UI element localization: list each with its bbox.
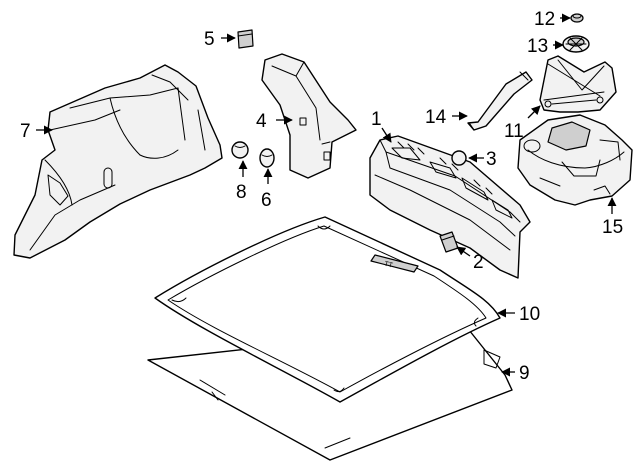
leader-1 xyxy=(381,127,392,143)
part-6-clip[interactable] xyxy=(259,148,275,168)
callout-12: 12 xyxy=(534,9,555,30)
part-5-retainer[interactable] xyxy=(237,29,254,49)
callout-3: 3 xyxy=(486,149,497,170)
callout-1: 1 xyxy=(371,109,382,130)
leader-11 xyxy=(527,105,541,119)
part-15-tool-tray[interactable] xyxy=(517,114,633,206)
part-11-jack[interactable] xyxy=(539,55,617,113)
callout-8: 8 xyxy=(236,182,247,203)
callout-14: 14 xyxy=(425,107,447,128)
part-13-hold-down-bolt[interactable] xyxy=(562,35,590,53)
part-10-cargo-mat[interactable]: TT xyxy=(154,216,501,403)
part-7-left-quarter-trim[interactable] xyxy=(13,64,223,259)
callout-5: 5 xyxy=(204,29,215,50)
part-4-upper-trim-panel[interactable] xyxy=(261,53,357,179)
callout-11: 11 xyxy=(504,121,524,142)
callout-9: 9 xyxy=(519,363,530,384)
callout-4: 4 xyxy=(256,111,267,132)
callout-6: 6 xyxy=(261,190,272,211)
part-3-plug[interactable] xyxy=(451,150,467,166)
part-8-clip[interactable] xyxy=(231,141,249,159)
leader-2 xyxy=(456,246,471,257)
mat-logo: TT xyxy=(370,254,419,273)
leader-lines xyxy=(36,13,617,377)
callout-numbers: 5 7 8 4 6 1 2 3 12 13 14 11 15 10 9 xyxy=(20,9,623,384)
callout-15: 15 xyxy=(602,217,623,238)
part-12-wing-nut[interactable] xyxy=(570,13,584,23)
callout-10: 10 xyxy=(519,304,540,325)
callout-13: 13 xyxy=(527,36,548,57)
callout-2: 2 xyxy=(473,252,484,273)
mat-logo-text: TT xyxy=(383,261,394,270)
part-14-jack-handle[interactable] xyxy=(467,71,533,131)
callout-7: 7 xyxy=(20,121,31,142)
part-1-rear-scuff-plate[interactable] xyxy=(369,135,531,279)
